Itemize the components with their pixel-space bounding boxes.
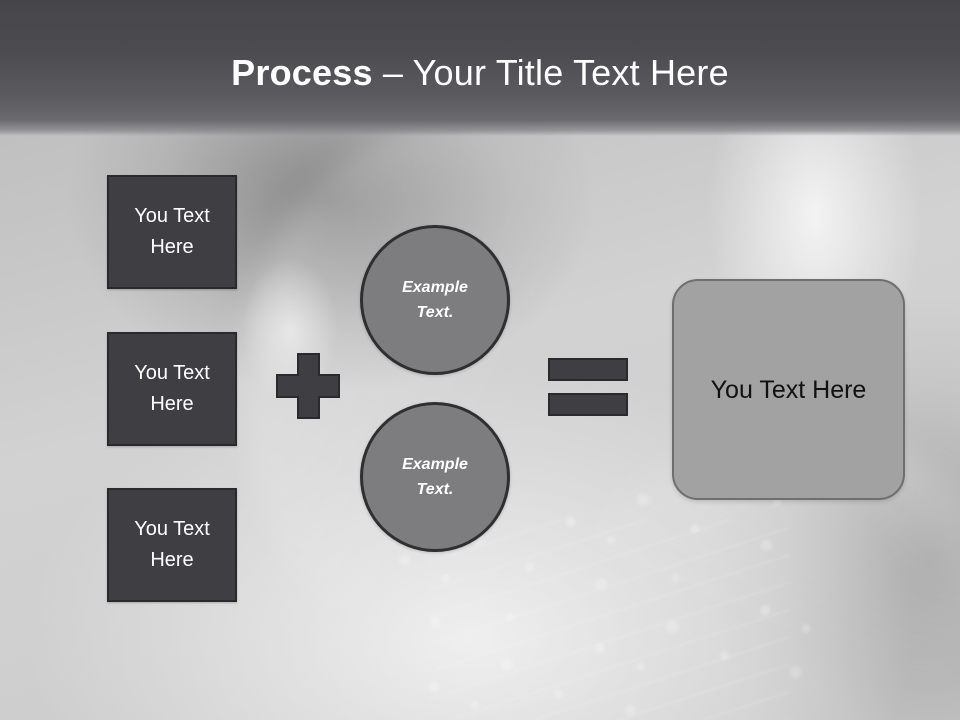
background-fabric-lines [430, 520, 790, 720]
equals-icon [548, 358, 628, 416]
equals-top-bar [548, 358, 628, 381]
title-banner [0, 0, 960, 136]
page-title: Process – Your Title Text Here [0, 50, 960, 96]
plus-inner-fill-horizontal [279, 376, 337, 396]
title-bold-segment: Process [231, 52, 373, 93]
title-regular-segment: – Your Title Text Here [372, 52, 729, 93]
equals-bottom-bar [548, 393, 628, 416]
plus-icon [276, 353, 340, 419]
result-box[interactable]: You Text Here [672, 279, 905, 500]
result-box-label: You Text Here [710, 375, 867, 404]
